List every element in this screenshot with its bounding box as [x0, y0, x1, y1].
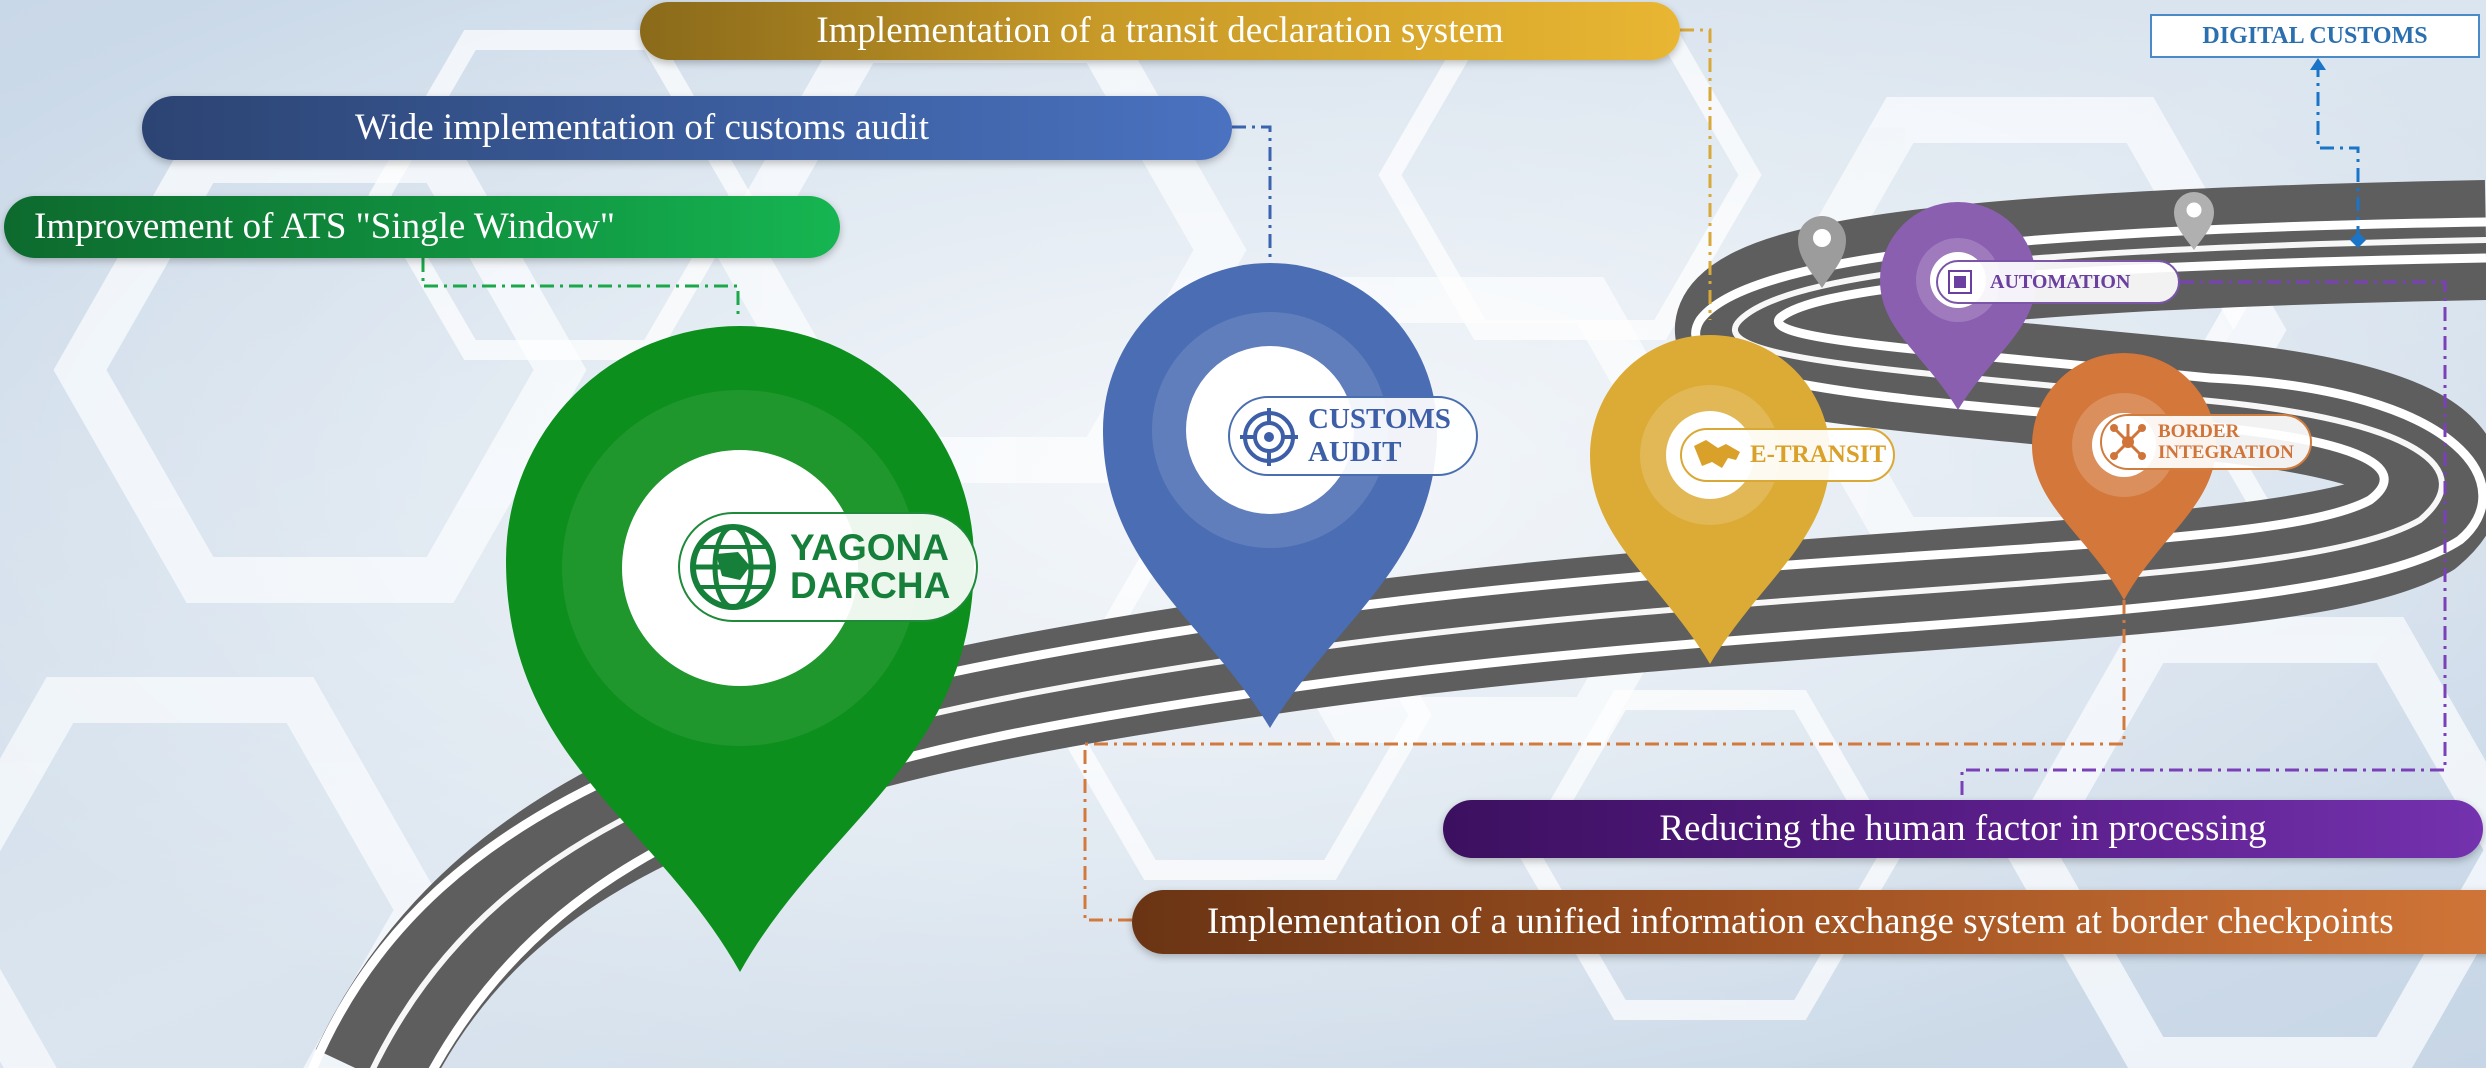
yagona-line1: YAGONA: [790, 527, 950, 568]
unified-exchange-banner: Implementation of a unified information …: [1132, 890, 2486, 954]
automation-label: AUTOMATION: [1936, 260, 2180, 304]
customs-audit-banner: Wide implementation of customs audit: [142, 96, 1232, 160]
connector-transit: [1680, 28, 1712, 320]
chip-icon: [1948, 270, 1972, 294]
diamond-marker-icon: [2350, 232, 2366, 248]
connector-lines: [421, 28, 2447, 922]
small-pin-icon: [1798, 216, 1846, 288]
small-pin-icon: [2174, 192, 2214, 250]
connector-audit: [1232, 125, 1272, 262]
yagona-darcha-pin-icon: [506, 326, 974, 972]
customs-audit-line1: CUSTOMS: [1308, 403, 1451, 435]
customs-audit-line2: AUDIT: [1308, 436, 1402, 468]
arrow-up-icon: [2310, 58, 2326, 70]
target-icon: [1240, 408, 1298, 466]
single-window-banner: Improvement of ATS "Single Window": [4, 196, 840, 258]
connector-single-window: [421, 258, 740, 318]
yagona-line2: DARCHA: [790, 565, 951, 606]
human-factor-banner: Reducing the human factor in processing: [1443, 800, 2483, 858]
border-line1: BORDER: [2158, 421, 2240, 442]
network-icon: [2110, 424, 2146, 460]
digital-customs-label: DIGITAL CUSTOMS: [2150, 14, 2480, 58]
e-transit-label: E-TRANSIT: [1680, 428, 1895, 482]
transit-declaration-banner: Implementation of a transit declaration …: [640, 2, 1680, 60]
automation-text: AUTOMATION: [1990, 270, 2131, 293]
e-transit-text: E-TRANSIT: [1750, 441, 1887, 468]
customs-audit-pin-icon: [1103, 263, 1437, 728]
globe-icon: [690, 524, 776, 610]
map-icon: [1694, 440, 1740, 468]
connector-automation: [1960, 280, 2447, 800]
border-line2: INTEGRATION: [2158, 442, 2294, 463]
connector-border: [1083, 600, 2126, 922]
